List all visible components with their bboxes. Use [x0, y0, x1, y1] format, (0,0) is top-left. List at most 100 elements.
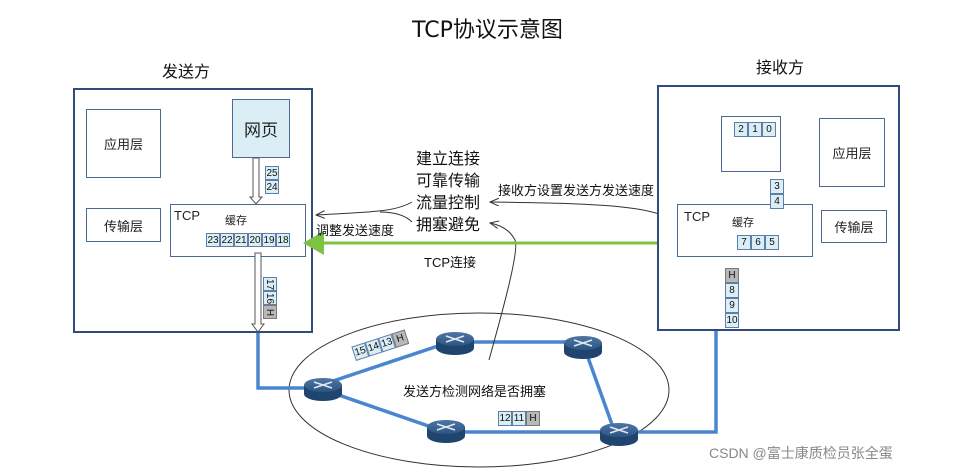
packet-label: 11	[513, 413, 525, 424]
sender-app-layer: 应用层	[86, 109, 161, 178]
packet-label: 0	[766, 124, 772, 135]
sender-uplink	[256, 332, 320, 390]
receiver-transport-layer: 传输层	[821, 210, 887, 243]
packet-label: H	[529, 413, 537, 424]
packet-label: 18	[277, 234, 289, 246]
packet: 19	[262, 233, 276, 247]
packet-label: 4	[774, 196, 780, 207]
router-2	[436, 332, 474, 355]
sender-webpage: 网页	[232, 99, 290, 158]
packet: 25	[265, 166, 279, 180]
receiver-downlink	[622, 330, 718, 434]
receiver-cache-label: 缓存	[732, 216, 754, 229]
receiver-tcp-label: TCP	[684, 209, 710, 224]
congestion-detect-label: 发送方检测网络是否拥塞	[403, 385, 547, 400]
packet-label: 8	[729, 285, 735, 296]
packet: 10	[725, 313, 739, 328]
packet-label: 6	[755, 237, 761, 248]
router-3	[564, 336, 602, 359]
tcp-connection-label: TCP连接	[424, 255, 477, 270]
packet-label: 23	[207, 234, 219, 246]
adjust-speed-arrow	[316, 201, 413, 215]
packet-label: 20	[249, 234, 261, 246]
packet-header: H	[526, 411, 540, 426]
feature-connection: 建立连接	[416, 149, 481, 168]
packet-label: 9	[729, 300, 735, 311]
link-r1-r4	[329, 390, 441, 432]
packet: 6	[751, 235, 765, 250]
feature-reliable-transfer: 可靠传输	[416, 171, 481, 190]
packet-label: 19	[263, 234, 275, 246]
packet: 5	[765, 235, 779, 250]
feature-flow-control: 流量控制	[416, 193, 481, 212]
link-r3-r5	[584, 351, 616, 431]
packet: 7	[737, 235, 751, 250]
packet: 3	[770, 179, 784, 194]
receiver-incoming-packets: H 8 9 10	[725, 268, 739, 328]
packet-header: H	[725, 268, 739, 283]
packet-label: 25	[266, 167, 278, 179]
sender-label: 发送方	[162, 62, 211, 81]
adjust-speed-label: 调整发送速度	[316, 224, 395, 239]
packet-label: 2	[738, 124, 744, 135]
packet-header: H	[263, 305, 277, 319]
packet-label: 24	[266, 181, 278, 193]
receiver-sets-speed-label: 接收方设置发送方发送速度	[498, 184, 655, 199]
packet: 18	[276, 233, 290, 247]
packet-label: 21	[235, 234, 247, 246]
packet-label: 17	[264, 278, 276, 290]
packet: 9	[725, 298, 739, 313]
feature-congestion-avoidance: 拥塞避免	[416, 215, 481, 234]
packet-label: 1	[752, 124, 758, 135]
packet: 22	[220, 233, 234, 247]
packet-label: H	[264, 308, 276, 316]
tcp-feature-list: 建立连接 可靠传输 流量控制 拥塞避免	[416, 148, 480, 236]
packet: 12	[498, 411, 512, 426]
packet: 16	[263, 291, 277, 305]
receiver-label: 接收方	[756, 58, 805, 77]
packet-label: H	[395, 332, 406, 346]
packet: 1	[748, 122, 762, 137]
packet-label: H	[728, 270, 736, 281]
packet: 24	[265, 180, 279, 194]
packet: 17	[263, 277, 277, 291]
sender-tcp-label: TCP	[174, 208, 200, 223]
receiver-app-layer: 应用层	[819, 118, 885, 187]
packet-label: 22	[221, 234, 233, 246]
packet-label: 10	[726, 315, 738, 326]
packet: 0	[762, 122, 776, 137]
packet: 20	[248, 233, 262, 247]
packet-label: 16	[264, 292, 276, 304]
router-4	[427, 420, 465, 443]
packet: 11	[512, 411, 526, 426]
watermark: CSDN @富士康质检员张全蛋	[709, 445, 893, 461]
adjust-speed-branch	[379, 211, 413, 223]
packet: 2	[734, 122, 748, 137]
congestion-detect-arrow	[488, 223, 517, 361]
sender-cache-label: 缓存	[225, 214, 247, 227]
packet-label: 5	[769, 237, 775, 248]
diagram-title: TCP协议示意图	[412, 18, 563, 43]
packet-label: 3	[774, 181, 780, 192]
packet: 21	[234, 233, 248, 247]
packet: 8	[725, 283, 739, 298]
network-ellipse	[288, 312, 670, 468]
packet: 4	[770, 194, 784, 209]
packet: 23	[206, 233, 220, 247]
sender-transport-layer: 传输层	[86, 208, 161, 242]
packet-label: 12	[499, 413, 511, 424]
router-5	[600, 423, 638, 446]
packet-label: 7	[741, 237, 747, 248]
router-1	[304, 378, 342, 401]
